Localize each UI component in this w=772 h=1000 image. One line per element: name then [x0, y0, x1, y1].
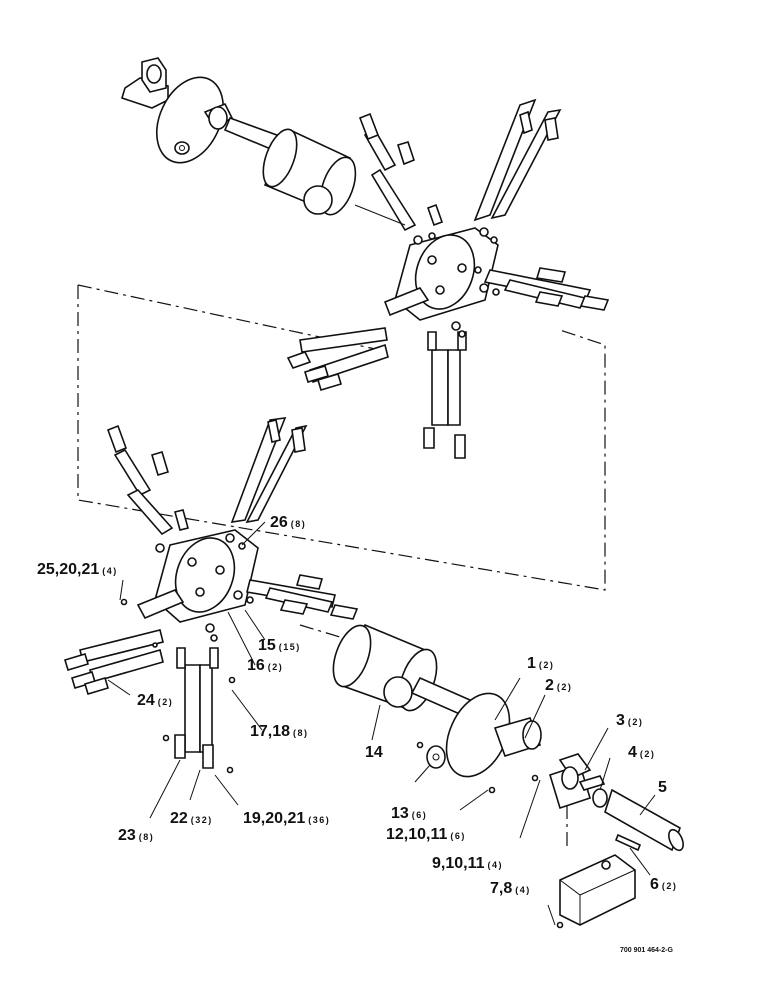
- lower-end-plate: [416, 692, 542, 794]
- upper-spider-hub: [383, 227, 499, 321]
- callout-16: 16(2): [247, 657, 283, 674]
- callout-6: 6(2): [650, 876, 677, 893]
- upper-bearing-bracket: [121, 57, 169, 109]
- callout-24: 24(2): [137, 692, 173, 709]
- key: [614, 833, 642, 852]
- lower-bearing-bracket: [549, 753, 606, 810]
- drive-shaft: [604, 788, 684, 852]
- callout-13: 13(6): [391, 805, 427, 822]
- leader-lines: [107, 521, 656, 926]
- callout-26: 26(8): [270, 514, 306, 531]
- callout-17-18: 17,18(8): [250, 723, 309, 740]
- callout-3: 3(2): [616, 712, 643, 729]
- phantom-outline: [77, 284, 606, 850]
- callout-23: 23(8): [118, 827, 154, 844]
- callout-15: 15(15): [258, 637, 301, 654]
- figure-number: 700 901 464-2-G: [620, 947, 673, 954]
- upper-tine-arms: [299, 98, 592, 426]
- lower-hardware: [120, 533, 254, 774]
- callout-2: 2(2): [545, 677, 572, 694]
- callout-14: 14: [365, 744, 383, 761]
- callout-labels: 1(2) 2(2) 3(2) 4(2) 5 6(2) 7,8(4) 9,10,1…: [37, 514, 677, 954]
- callout-4: 4(2): [628, 744, 655, 761]
- callout-25-20-21: 25,20,21(4): [37, 561, 118, 578]
- mount-bracket: [556, 854, 636, 929]
- callout-22: 22(32): [170, 810, 213, 827]
- lower-drum: [332, 623, 438, 712]
- upper-hardware: [413, 227, 500, 338]
- callout-1: 1(2): [527, 655, 554, 672]
- flange-bearing: [426, 745, 446, 769]
- callout-19-20-21: 19,20,21(36): [243, 810, 330, 827]
- drive-washer: [592, 788, 608, 808]
- lower-tines: [64, 419, 359, 769]
- upper-end-plate: [156, 76, 234, 164]
- callout-7-8: 7,8(4): [490, 880, 531, 897]
- lower-spider-hub: [136, 529, 259, 623]
- upper-tines: [286, 110, 610, 459]
- callout-12-10-11: 12,10,11(6): [386, 826, 466, 843]
- callout-9-10-11: 9,10,11(4): [432, 855, 503, 872]
- callout-5: 5: [658, 779, 667, 796]
- upper-drum: [262, 128, 357, 216]
